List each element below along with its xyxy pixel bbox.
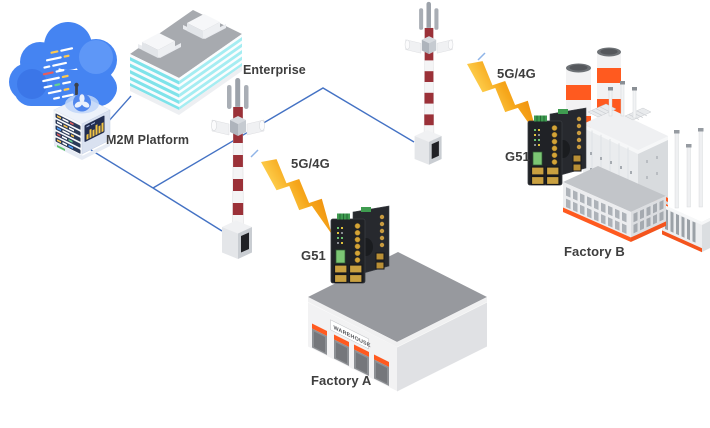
fan-icon bbox=[74, 94, 90, 108]
cloud-code-lines bbox=[42, 47, 74, 100]
cloud-code-icon bbox=[9, 22, 117, 106]
link-b-label: 5G/4G bbox=[497, 66, 536, 81]
loading-doors bbox=[312, 323, 389, 387]
cell-tower-icon bbox=[210, 77, 266, 260]
factory-icon bbox=[563, 47, 710, 253]
wireless-link-bolt bbox=[250, 149, 332, 235]
link-server-junction bbox=[90, 149, 154, 189]
annex-pipes bbox=[674, 128, 704, 209]
m2m-platform-label: M2M Platform bbox=[106, 133, 190, 147]
link-a-label: 5G/4G bbox=[291, 156, 330, 171]
wireless-link-bolt bbox=[467, 52, 538, 137]
office-building-icon bbox=[130, 10, 242, 115]
warehouse-icon: WAREHOUSE bbox=[308, 252, 487, 392]
factory-a-label: Factory A bbox=[311, 373, 372, 388]
server-rack-icon bbox=[53, 93, 111, 160]
factory-b-label: Factory B bbox=[564, 244, 625, 259]
link-junction-tower-b bbox=[152, 87, 415, 189]
wired-links bbox=[90, 87, 415, 232]
roof-pipes bbox=[608, 81, 637, 119]
industrial-router-icon bbox=[527, 107, 587, 186]
router-a-label: G51 bbox=[301, 248, 326, 263]
router-b-label: G51 bbox=[505, 149, 530, 164]
enterprise-label: Enterprise bbox=[243, 63, 306, 77]
link-junction-tower-a bbox=[152, 187, 223, 232]
